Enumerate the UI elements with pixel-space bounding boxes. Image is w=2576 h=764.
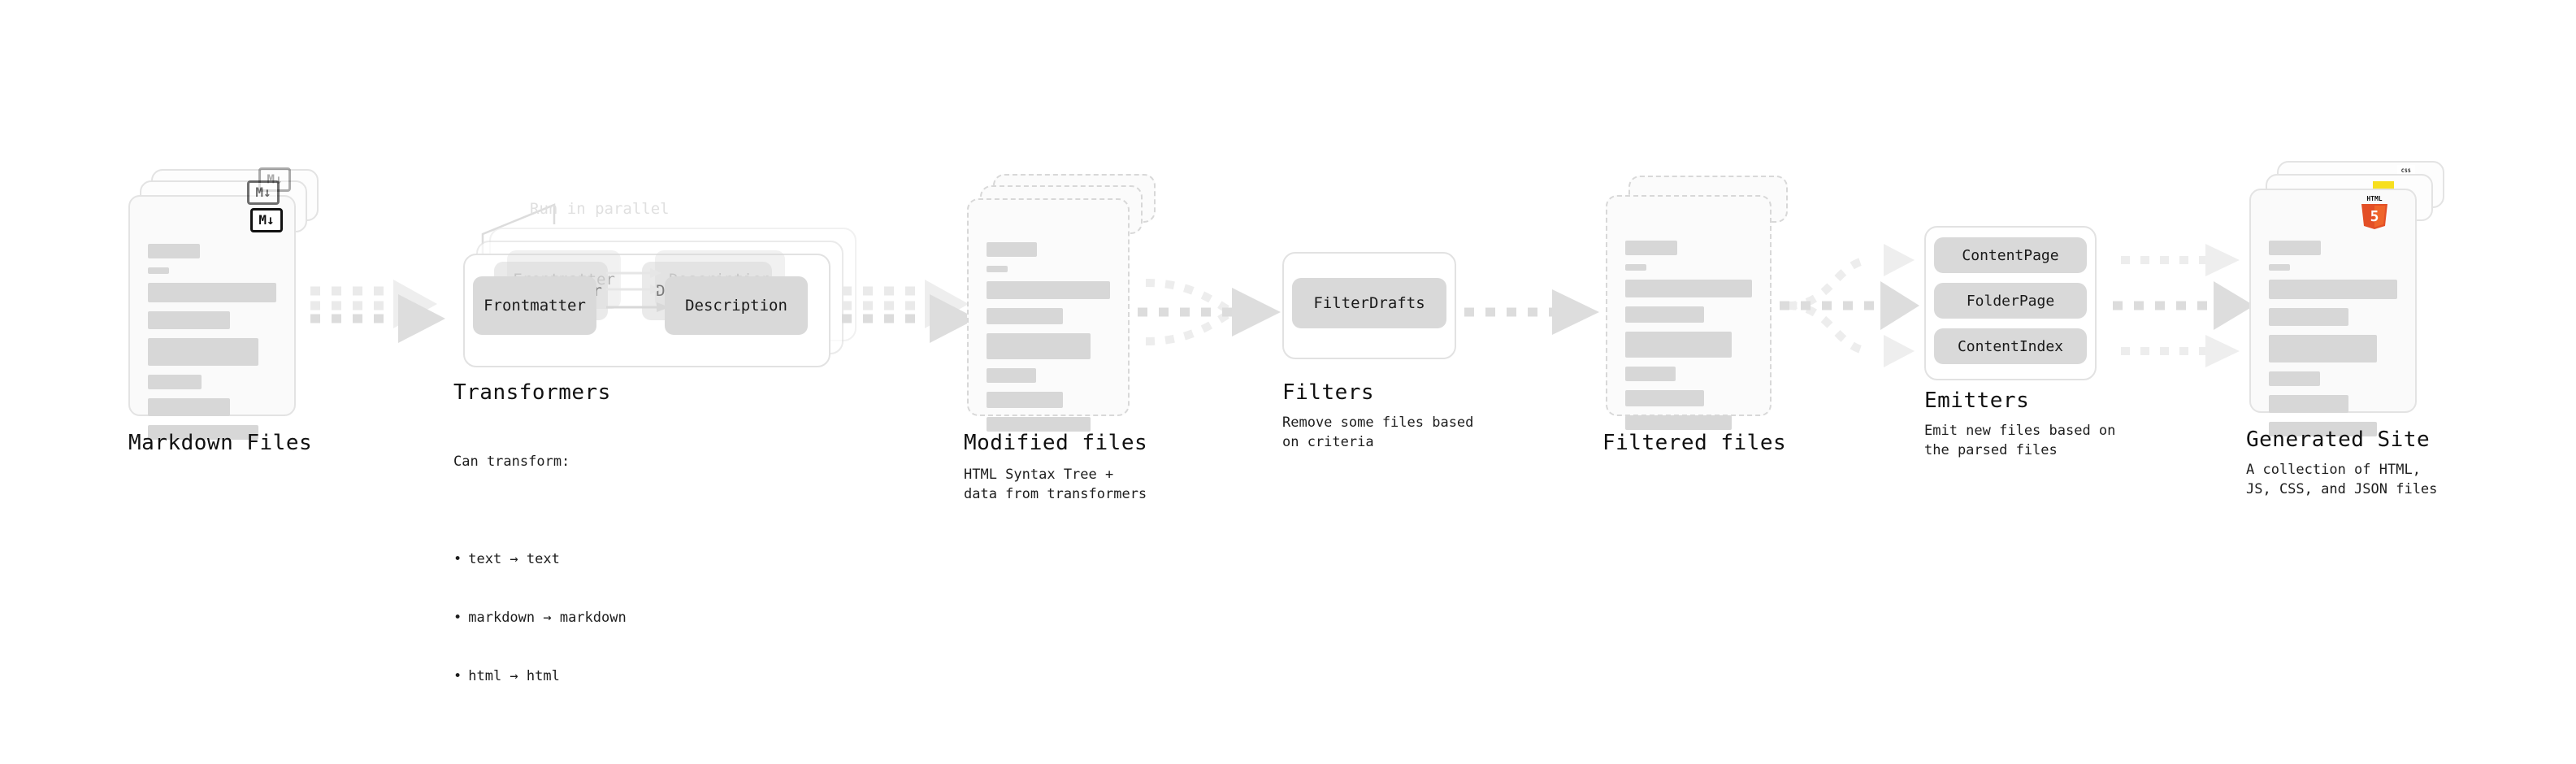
transformers-subtitle-head: Can transform: <box>453 454 570 470</box>
skeleton-bar <box>987 368 1036 383</box>
list-item: markdown → markdown <box>453 608 626 627</box>
skeleton-bar <box>987 308 1064 324</box>
modified-skeleton-bars <box>987 228 1110 441</box>
markdown-files-title: Markdown Files <box>128 431 313 455</box>
skeleton-bar <box>987 417 1091 432</box>
html5-badge-digit: 5 <box>2370 208 2379 225</box>
markdown-file-front: M↓ <box>128 195 296 440</box>
filtered-skeleton-bars <box>1625 224 1752 439</box>
list-item: text → text <box>453 549 627 569</box>
skeleton-bar <box>148 311 231 329</box>
transformer-node-frontmatter[interactable]: Frontmatter <box>473 276 596 335</box>
css3-badge-label: CSS <box>2400 168 2412 174</box>
modified-files-subtitle: HTML Syntax Tree + data from transformer… <box>964 467 1147 502</box>
skeleton-bar <box>1625 332 1733 358</box>
emitter-node-contentindex[interactable]: ContentIndex <box>1934 328 2087 364</box>
skeleton-bar <box>2269 371 2321 386</box>
transformer-node-description[interactable]: Description <box>665 276 808 335</box>
transformers-bullet-list: text → text markdown → markdown html → h… <box>453 510 627 725</box>
filters-title: Filters <box>1282 380 1375 405</box>
generated-skeleton-bars <box>2269 218 2397 445</box>
arrow-modified-files-to-filters <box>1138 279 1281 345</box>
arrow-emitters-to-generated-site <box>2113 244 2254 367</box>
skeleton-bar <box>987 281 1110 299</box>
transformers-title: Transformers <box>453 380 611 405</box>
filtered-file-front <box>1606 195 1772 430</box>
skeleton-bar <box>148 398 231 416</box>
list-item: html → html <box>453 666 627 686</box>
markdown-badge-icon-middle: M↓ <box>247 180 280 205</box>
skeleton-bar <box>987 333 1091 359</box>
skeleton-bar <box>1625 415 1733 430</box>
emitters-title: Emitters <box>1924 389 2030 413</box>
skeleton-bar <box>2269 335 2377 362</box>
emitters-subtitle: Emit new files based on the parsed files <box>1924 423 2116 458</box>
skeleton-bar <box>148 283 276 302</box>
skeleton-bar <box>148 244 200 258</box>
emitter-node-folderpage[interactable]: FolderPage <box>1934 283 2087 319</box>
svg-text:HTML: HTML <box>2366 195 2382 202</box>
skeleton-bar <box>2269 264 2290 271</box>
skeleton-bar <box>1625 241 1677 255</box>
skeleton-bar <box>2269 422 2377 436</box>
arrow-transformers-to-modified-files <box>842 280 977 343</box>
skeleton-bar <box>2269 308 2348 326</box>
skeleton-bar <box>987 242 1037 257</box>
skeleton-bar <box>2269 395 2348 413</box>
transformers-subtitle: Can transform: text → text markdown → ma… <box>453 413 627 764</box>
skeleton-bar <box>148 375 202 389</box>
filters-subtitle: Remove some files based on criteria <box>1282 415 1474 450</box>
skeleton-bar <box>148 338 258 366</box>
run-in-parallel-label: Run in parallel <box>530 200 670 218</box>
skeleton-bar <box>1625 280 1752 297</box>
markdown-badge-icon: M↓ <box>250 208 283 232</box>
skeleton-bar <box>987 392 1064 408</box>
modified-files-title: Modified files <box>964 431 1148 455</box>
generated-site-subtitle: A collection of HTML, JS, CSS, and JSON … <box>2246 462 2438 497</box>
skeleton-bar <box>1625 306 1704 323</box>
pipeline-diagram: M↓ M↓ M↓ Markdown Files Run in parallel … <box>0 0 2576 681</box>
skeleton-bar <box>1625 264 1646 271</box>
skeleton-bar <box>987 266 1008 272</box>
skeleton-bar <box>1625 390 1704 406</box>
arrow-filters-to-filtered-files <box>1464 289 1599 335</box>
filtered-files-title: Filtered files <box>1602 431 1787 455</box>
transformer-inner-arrows <box>606 268 670 312</box>
skeleton-bar <box>1625 367 1676 381</box>
markdown-skeleton-bars <box>148 224 276 449</box>
arrow-filtered-files-to-emitters <box>1780 244 1919 367</box>
arrow-markdown-to-transformers <box>310 280 445 343</box>
skeleton-bar <box>148 267 169 274</box>
skeleton-bar <box>2269 280 2397 299</box>
skeleton-bar <box>2269 241 2321 255</box>
modified-file-front <box>967 198 1130 432</box>
html5-badge-icon: HTML 5 <box>2361 195 2387 229</box>
generated-file-front <box>2249 189 2417 436</box>
skeleton-bar <box>148 425 258 440</box>
filter-node-filterdrafts[interactable]: FilterDrafts <box>1292 278 1446 328</box>
emitter-node-contentpage[interactable]: ContentPage <box>1934 237 2087 273</box>
generated-site-title: Generated Site <box>2246 428 2431 452</box>
